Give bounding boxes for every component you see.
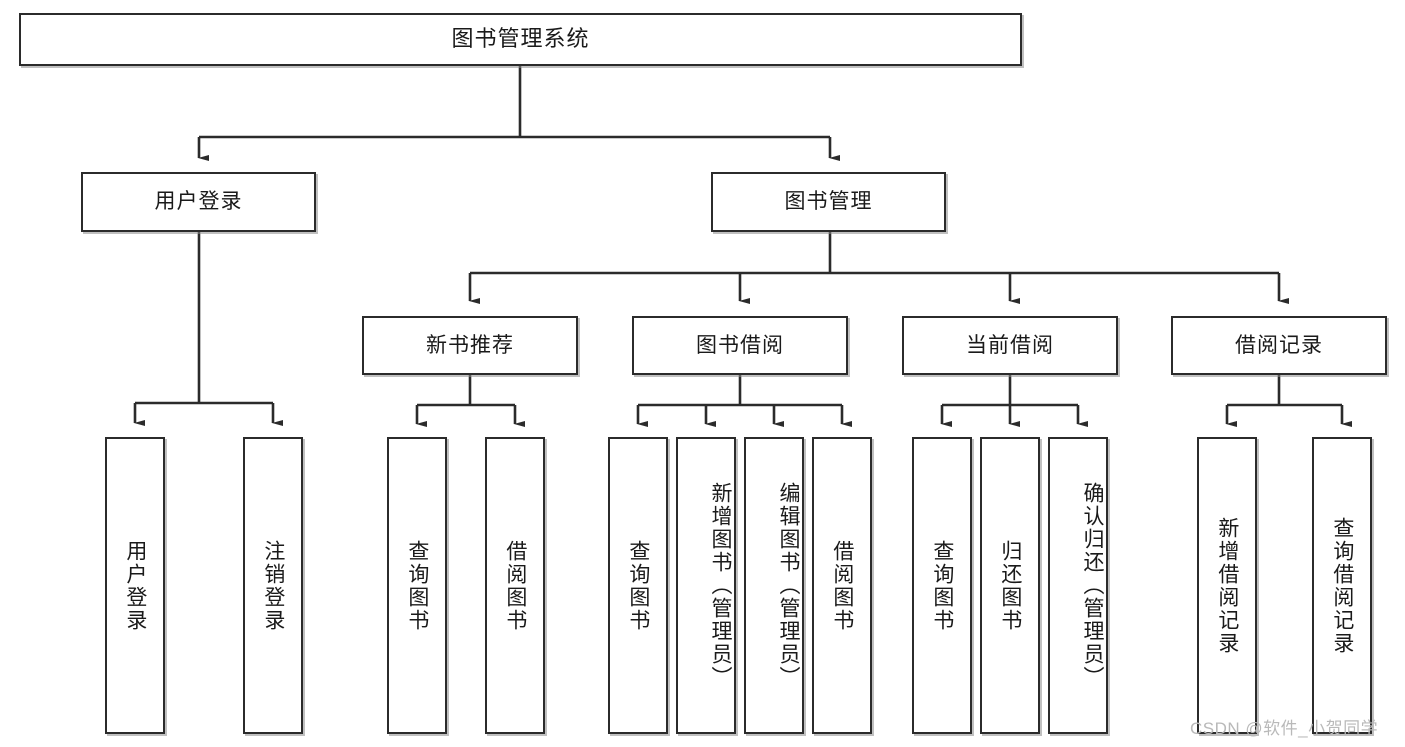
node-label: 查询图书 xyxy=(405,539,429,632)
node-label: 查询图书 xyxy=(626,539,650,632)
node-label: 编辑图书（管理员） xyxy=(777,482,800,689)
node-leaf-borrow-book-recommend[interactable]: 借阅图书 xyxy=(485,437,545,734)
node-label: 图书管理系统 xyxy=(451,26,590,52)
node-label: 新书推荐 xyxy=(426,333,514,357)
node-leaf-return-book[interactable]: 归还图书 xyxy=(980,437,1040,734)
node-leaf-user-login[interactable]: 用户登录 xyxy=(105,437,165,734)
node-leaf-borrow-book[interactable]: 借阅图书 xyxy=(812,437,872,734)
node-leaf-add-borrow-record[interactable]: 新增借阅记录 xyxy=(1197,437,1257,734)
watermark-text: CSDN @软件_小贺同学 xyxy=(1190,719,1379,738)
node-label: 查询图书 xyxy=(930,539,954,632)
node-leaf-edit-book-admin[interactable]: 编辑图书（管理员） xyxy=(744,437,804,734)
node-label: 借阅图书 xyxy=(503,539,527,632)
node-new-book-recommend[interactable]: 新书推荐 xyxy=(362,316,578,375)
node-leaf-add-book-admin[interactable]: 新增图书（管理员） xyxy=(676,437,736,734)
node-label: 确认归还（管理员） xyxy=(1081,482,1104,689)
node-label: 新增图书（管理员） xyxy=(709,482,732,689)
node-borrow-record[interactable]: 借阅记录 xyxy=(1171,316,1387,375)
node-label: 用户登录 xyxy=(154,190,243,214)
node-leaf-confirm-return-admin[interactable]: 确认归还（管理员） xyxy=(1048,437,1108,734)
node-leaf-query-book-recommend[interactable]: 查询图书 xyxy=(387,437,447,734)
node-label: 当前借阅 xyxy=(966,333,1054,357)
node-book-borrow[interactable]: 图书借阅 xyxy=(632,316,848,375)
node-leaf-query-borrow-record[interactable]: 查询借阅记录 xyxy=(1312,437,1372,734)
node-root-book-management-system[interactable]: 图书管理系统 xyxy=(19,13,1022,66)
node-label: 新增借阅记录 xyxy=(1215,516,1239,655)
node-label: 查询借阅记录 xyxy=(1330,516,1354,655)
node-user-login[interactable]: 用户登录 xyxy=(81,172,316,232)
node-label: 借阅记录 xyxy=(1235,333,1323,357)
node-leaf-query-book-borrow[interactable]: 查询图书 xyxy=(608,437,668,734)
node-label: 图书借阅 xyxy=(696,333,784,357)
node-label: 用户登录 xyxy=(123,539,147,632)
node-leaf-query-book-current[interactable]: 查询图书 xyxy=(912,437,972,734)
node-book-management[interactable]: 图书管理 xyxy=(711,172,946,232)
node-current-borrow[interactable]: 当前借阅 xyxy=(902,316,1118,375)
node-label: 图书管理 xyxy=(784,190,873,214)
node-leaf-logout[interactable]: 注销登录 xyxy=(243,437,303,734)
node-label: 借阅图书 xyxy=(830,539,854,632)
node-label: 归还图书 xyxy=(998,539,1022,632)
node-label: 注销登录 xyxy=(261,539,285,632)
